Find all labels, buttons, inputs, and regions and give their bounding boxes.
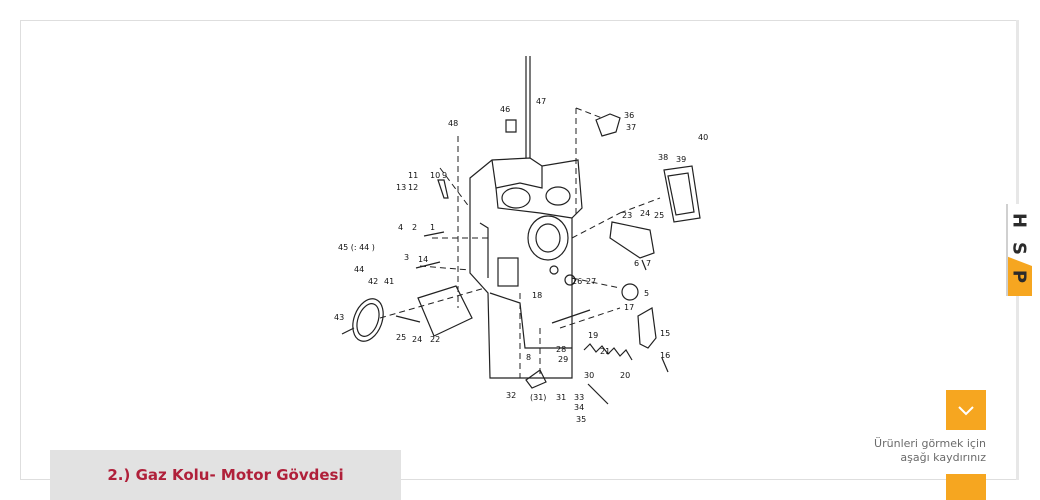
svg-text:26: 26 (572, 277, 582, 286)
svg-text:3: 3 (404, 253, 409, 262)
svg-text:2: 2 (412, 223, 417, 232)
scroll-hint: Ürünleri görmek için aşağı kaydırınız (860, 437, 986, 465)
svg-text:1: 1 (430, 223, 435, 232)
brand-letter-p: P (1008, 269, 1030, 284)
svg-text:7: 7 (646, 259, 651, 268)
svg-text:46: 46 (500, 105, 510, 114)
svg-text:35: 35 (576, 415, 586, 424)
svg-text:10: 10 (430, 171, 440, 180)
svg-text:32: 32 (506, 391, 516, 400)
product-card (20, 20, 1018, 480)
svg-text:8: 8 (526, 353, 531, 362)
svg-text:36: 36 (624, 111, 634, 120)
svg-text:20: 20 (620, 371, 630, 380)
svg-text:47: 47 (536, 97, 546, 106)
exploded-parts-diagram: 47 46 48 36 37 38 39 40 11 10 9 13 12 4 … (334, 56, 708, 424)
caption-bar: 2.) Gaz Kolu- Motor Gövdesi (50, 450, 401, 500)
svg-text:30: 30 (584, 371, 594, 380)
brand-letter-s: S (1008, 242, 1030, 255)
svg-text:29: 29 (558, 355, 568, 364)
svg-text:9: 9 (442, 171, 447, 180)
scroll-down-button[interactable] (946, 390, 986, 430)
svg-text:33: 33 (574, 393, 584, 402)
brand-badge-stripes (1006, 204, 1032, 296)
scroll-hint-line2: aşağı kaydırınız (900, 451, 986, 464)
svg-text:39: 39 (676, 155, 686, 164)
svg-text:5: 5 (644, 289, 649, 298)
svg-text:25: 25 (396, 333, 406, 342)
svg-text:21: 21 (600, 347, 610, 356)
svg-text:12: 12 (408, 183, 418, 192)
scroll-hint-line1: Ürünleri görmek için (874, 437, 986, 450)
svg-text:41: 41 (384, 277, 394, 286)
svg-text:(31): (31) (530, 393, 546, 402)
caption-title: 2.) Gaz Kolu- Motor Gövdesi (107, 466, 344, 484)
svg-text:43: 43 (334, 313, 344, 322)
brand-letter-h: H (1008, 212, 1030, 229)
scroll-button-secondary[interactable] (946, 474, 986, 500)
svg-text:48: 48 (448, 119, 458, 128)
svg-text:28: 28 (556, 345, 566, 354)
svg-text:4: 4 (398, 223, 403, 232)
svg-text:23: 23 (622, 211, 632, 220)
brand-badge[interactable]: H S P (1006, 204, 1032, 296)
svg-text:34: 34 (574, 403, 584, 412)
svg-text:44: 44 (354, 265, 364, 274)
svg-text:11: 11 (408, 171, 418, 180)
svg-text:37: 37 (626, 123, 636, 132)
svg-text:31: 31 (556, 393, 566, 402)
svg-text:42: 42 (368, 277, 378, 286)
svg-text:27: 27 (586, 277, 596, 286)
svg-text:38: 38 (658, 153, 668, 162)
svg-text:14: 14 (418, 255, 428, 264)
svg-text:24: 24 (412, 335, 422, 344)
svg-text:15: 15 (660, 329, 670, 338)
svg-text:17: 17 (624, 303, 634, 312)
svg-text:22: 22 (430, 335, 440, 344)
svg-text:6: 6 (634, 259, 639, 268)
svg-text:24: 24 (640, 209, 650, 218)
svg-text:16: 16 (660, 351, 670, 360)
svg-text:25: 25 (654, 211, 664, 220)
svg-text:13: 13 (396, 183, 406, 192)
chevron-down-icon (958, 406, 974, 416)
svg-text:40: 40 (698, 133, 708, 142)
svg-text:19: 19 (588, 331, 598, 340)
svg-text:18: 18 (532, 291, 542, 300)
svg-text:45 (: 44 ): 45 (: 44 ) (338, 243, 375, 252)
